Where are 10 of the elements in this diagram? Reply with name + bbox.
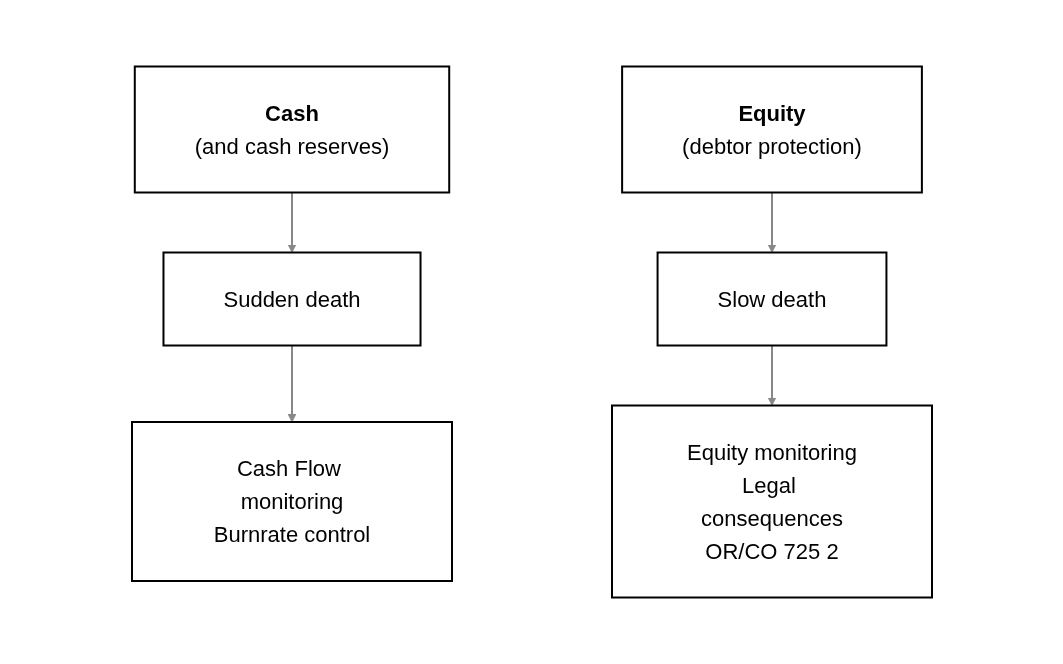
node-box: Equity monitoring Legal consequences OR/CO 725 2: [610, 404, 933, 599]
node-box: Slow death: [656, 251, 887, 347]
arrow: [287, 191, 296, 253]
node-box: Cash Flow monitoring Burnrate control: [130, 421, 453, 582]
arrow: [287, 344, 296, 423]
node-box: Sudden death: [162, 251, 421, 347]
arrow: [767, 191, 776, 253]
arrow: [767, 344, 776, 406]
node-box: Cash (and cash reserves): [133, 65, 450, 194]
node-box: Equity (debtor protection): [620, 65, 923, 194]
